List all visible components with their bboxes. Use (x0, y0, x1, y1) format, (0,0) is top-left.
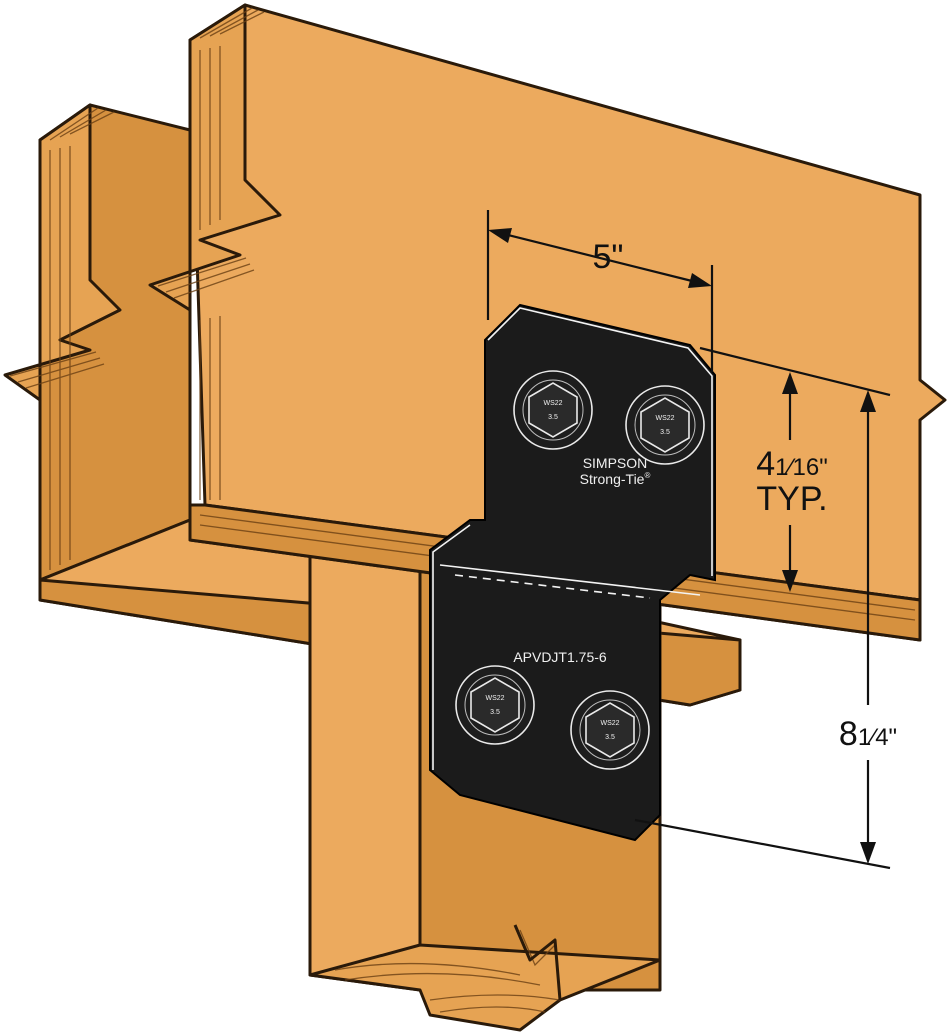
dimension-height: 81⁄4" (634, 390, 897, 870)
bolt-2: WS22 3.5 (625, 385, 705, 465)
svg-text:WS22: WS22 (485, 695, 504, 702)
bolt-4: WS22 3.5 (570, 690, 650, 770)
svg-text:3.5: 3.5 (548, 414, 558, 421)
brand-line2: Strong-Tie® (580, 471, 651, 487)
brand-line1: SIMPSON (583, 455, 648, 471)
svg-text:3.5: 3.5 (605, 734, 615, 741)
spacing-typ-label: TYP. (756, 480, 827, 518)
width-label: 5" (593, 238, 624, 276)
svg-text:3.5: 3.5 (490, 709, 500, 716)
svg-text:WS22: WS22 (543, 400, 562, 407)
bolt-3: WS22 3.5 (455, 665, 535, 745)
spacing-label: 41⁄16" (756, 445, 828, 483)
model-label: APVDJT1.75-6 (513, 649, 607, 665)
svg-text:WS22: WS22 (600, 720, 619, 727)
bolt-1: WS22 3.5 (513, 370, 593, 450)
dimension-spacing: 41⁄16" TYP. (699, 346, 891, 592)
svg-text:WS22: WS22 (655, 415, 674, 422)
height-label: 81⁄4" (839, 715, 897, 753)
dimension-width: 5" (486, 210, 714, 372)
svg-text:3.5: 3.5 (660, 429, 670, 436)
connector-plate: SIMPSON Strong-Tie® APVDJT1.75-6 WS22 3.… (429, 303, 716, 842)
